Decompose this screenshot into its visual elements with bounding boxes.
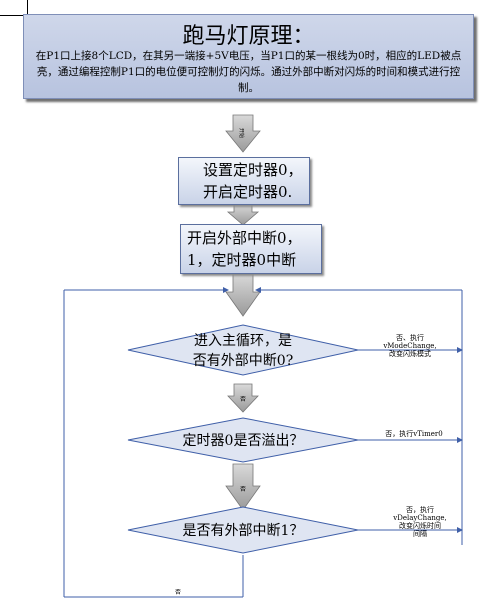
process-box-set-timer: 设置定时器0， 开启定时器0. xyxy=(178,157,310,205)
corner-mark-vertical xyxy=(27,0,28,14)
principle-banner: 跑马灯原理： 在P1口上接8个LCD，在其另一端接+5V电压，当P1口的某一根线… xyxy=(23,14,474,99)
box2-down-arrow xyxy=(225,273,261,317)
note-d3-branch: 否，执行 vDelayChange, 改变闪烁时间 间隔 xyxy=(393,506,447,538)
decision3-text: 是否有外部中断1？ xyxy=(183,523,304,539)
box1-line1: 设置定时器0， xyxy=(203,161,303,179)
box2-line1: 开启外部中断0， xyxy=(187,229,302,247)
process-box-enable-interrupts: 开启外部中断0， 1，定时器0中断 xyxy=(180,224,322,274)
box1-line2: 开启定时器0. xyxy=(203,183,293,201)
start-arrow-label: 开始 xyxy=(238,128,245,138)
decision2-text: 定时器0是否溢出？ xyxy=(183,433,304,449)
decision1-line2: 否有外部中断0? xyxy=(193,353,293,369)
decision-timer0 xyxy=(127,417,359,463)
d1-down-arrow xyxy=(227,383,259,413)
d2-down-arrow xyxy=(225,463,261,511)
start-down-arrow xyxy=(225,114,261,153)
corner-mark-horizontal xyxy=(0,15,40,16)
box2-line2: 1，定时器0中断 xyxy=(187,251,297,269)
decision-interrupt1 xyxy=(127,506,359,554)
note-d2-branch: 否，执行vTimer0 xyxy=(385,430,443,438)
decision1-line1: 进入主循环，是 xyxy=(194,333,292,349)
d2-no-label: 否 xyxy=(240,486,246,493)
bottom-no-label: 否 xyxy=(175,589,181,596)
d1-no-label: 否 xyxy=(240,396,246,403)
box1-down-arrow xyxy=(226,203,260,226)
note-d1-branch: 否、执行 vModeChange, 改变闪烁模式 xyxy=(383,334,437,358)
decision-interrupt0 xyxy=(127,324,359,376)
banner-description: 在P1口上接8个LCD，在其另一端接+5V电压，当P1口的某一根线为0时，相应的… xyxy=(35,50,462,94)
banner-title: 跑马灯原理： xyxy=(182,24,315,49)
